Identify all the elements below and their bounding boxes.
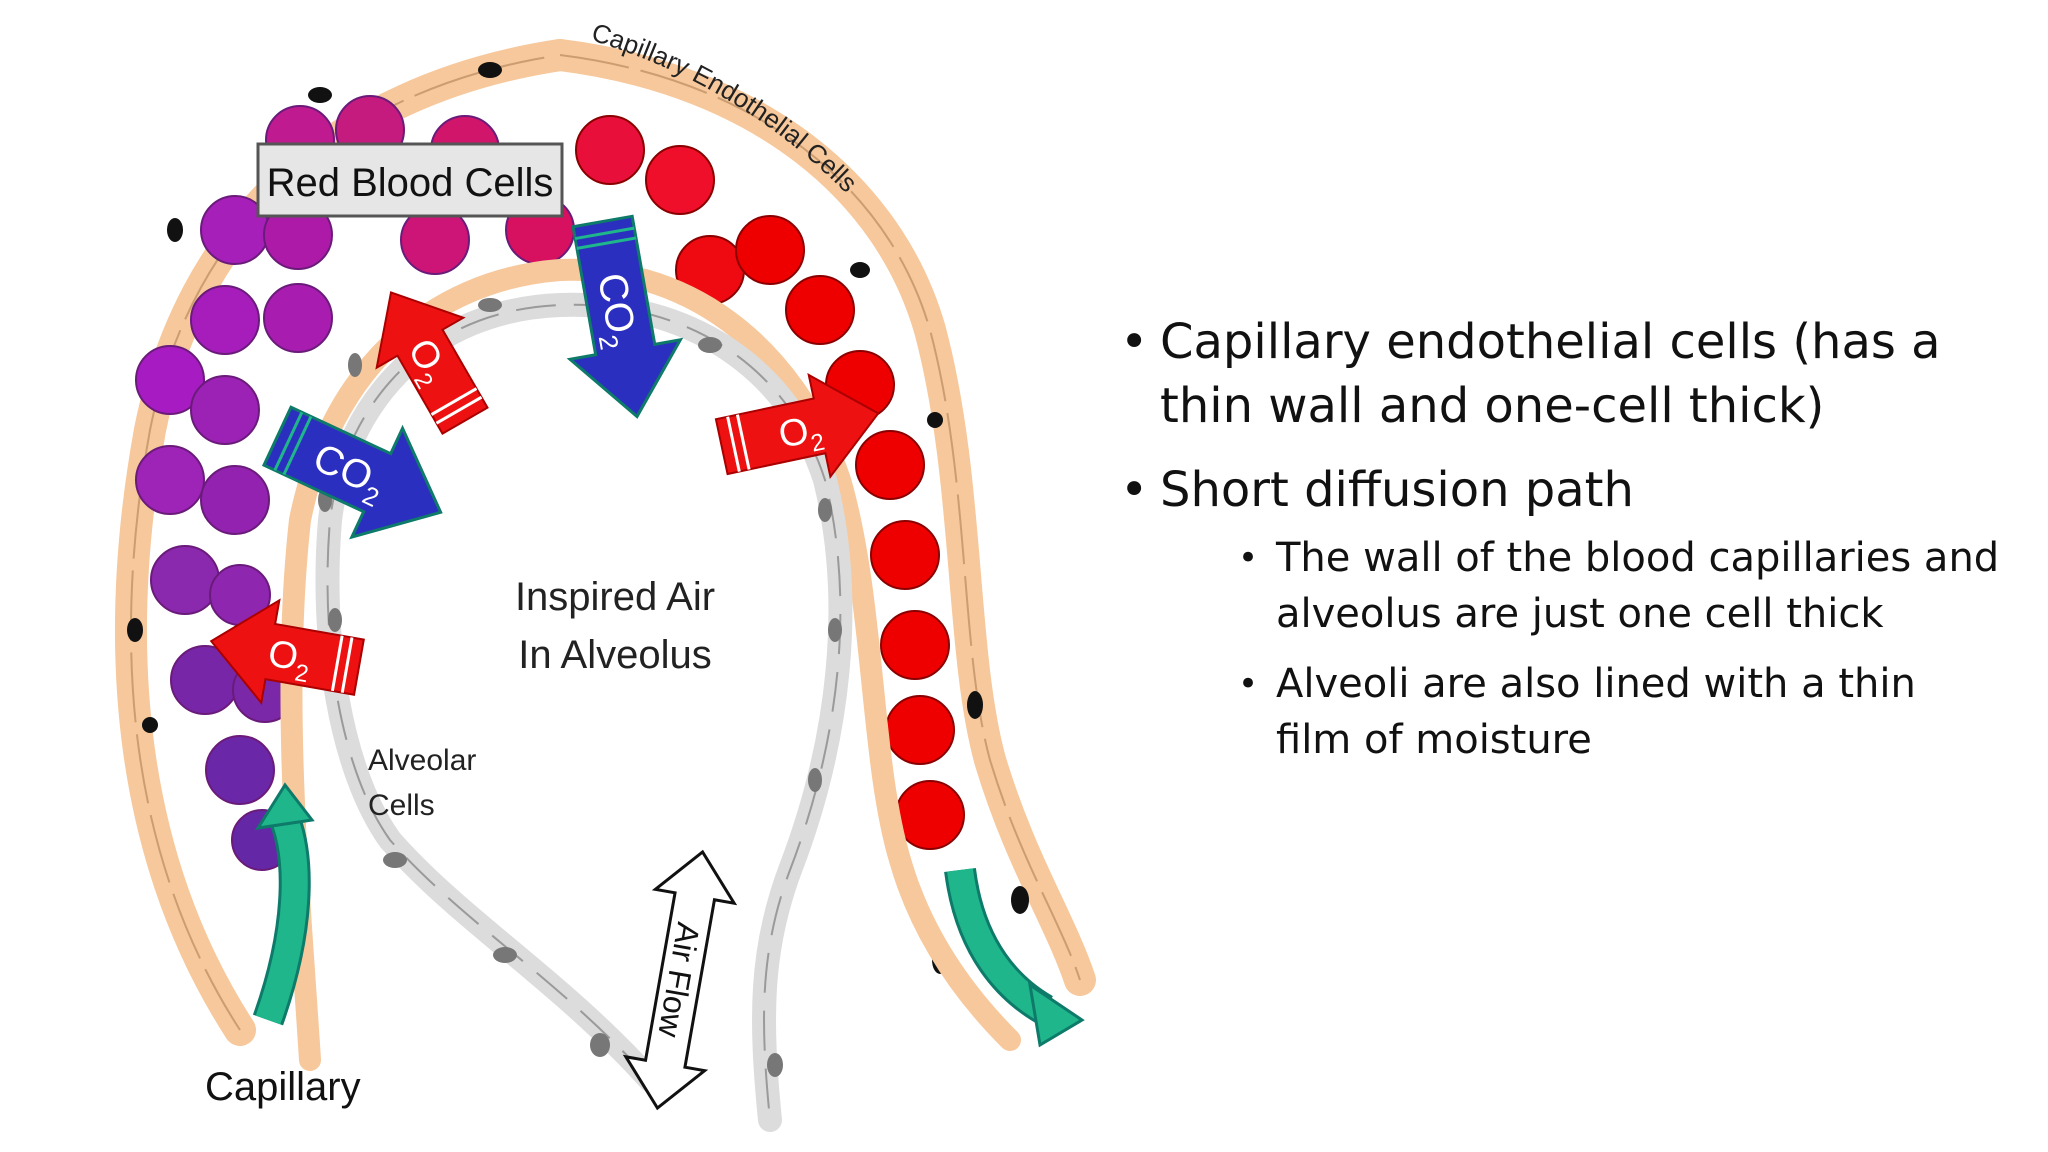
inspired-air-label: Inspired Air [515,575,715,619]
blood-flow-arrow-right [944,867,1085,1048]
bullet-endothelial: Capillary endothelial cells (has a thin … [1120,310,2000,438]
co2-arrow-left: CO2 [261,405,443,540]
svg-text:O2: O2 [264,633,315,689]
alveolar-cells-label: Cells [368,789,435,822]
co2-arrow-upper: CO2 [566,214,684,419]
air-flow-arrow: Air Flow [622,849,738,1111]
in-alveolus-label: In Alveolus [518,633,711,677]
alveolus-diagram: Red Blood Cells Capillary Endothelial Ce… [114,17,1096,1132]
capillary-label: Capillary [205,1065,361,1109]
red-blood-cells-oxygenated [575,115,965,850]
blood-flow-arrow-left [252,782,315,1026]
red-blood-cells-deoxygenated [135,95,575,871]
red-blood-cells-label: Red Blood Cells [267,161,554,205]
bullet-list: Capillary endothelial cells (has a thin … [1120,310,2000,788]
o2-arrow-lower-left: O2 [209,598,365,706]
o2-arrow-right: O2 [714,373,880,480]
subbullet-wall-thickness: The wall of the blood capillaries and al… [1160,530,2000,642]
subbullet-moisture: Alveoli are also lined with a thin film … [1160,656,2000,768]
red-blood-cells-label-box [256,142,564,218]
o2-arrow-upper-left: O2 [375,291,489,435]
alveolar-label: Alveolar [368,744,476,777]
svg-text:CO2: CO2 [582,270,645,352]
bullet-diffusion-path: Short diffusion path The wall of the blo… [1120,458,2000,768]
